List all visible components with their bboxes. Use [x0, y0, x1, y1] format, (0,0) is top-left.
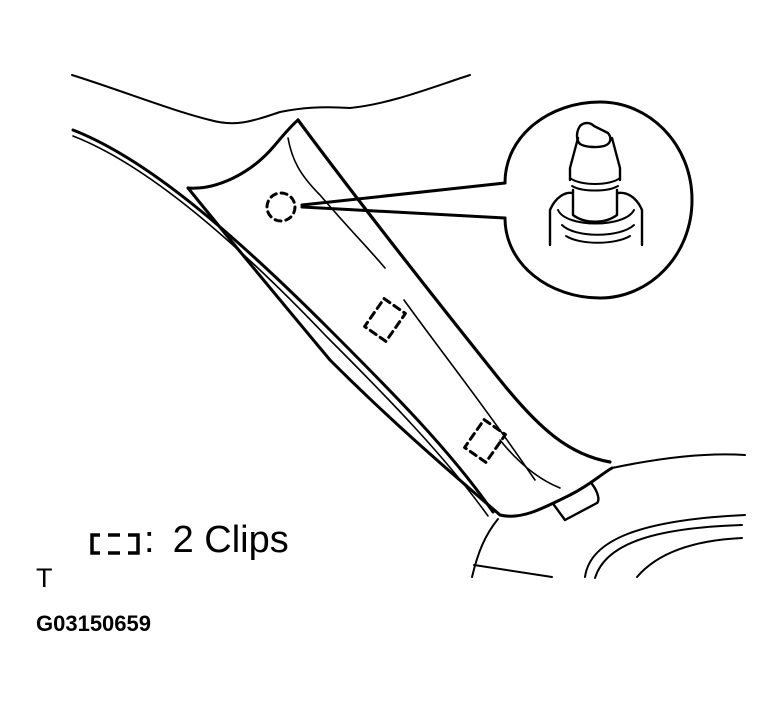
garnish-tab — [552, 482, 600, 522]
clip-marker-icon — [463, 418, 507, 464]
legend: : 2 Clips — [88, 519, 289, 562]
windshield-edge — [71, 128, 495, 517]
clip-marker-icon — [363, 297, 407, 343]
clip-stud-icon — [548, 121, 644, 247]
clip-stud-detail-callout — [503, 100, 694, 300]
roof-headliner-outline — [71, 74, 471, 125]
dashboard-outline — [471, 453, 746, 579]
clip-symbol-icon — [88, 526, 144, 556]
view-mark: T — [36, 563, 53, 593]
clip-stud-marker-icon — [265, 191, 297, 223]
legend-separator: : — [144, 519, 155, 561]
figure-id: G03150659 — [36, 611, 151, 636]
pillar-garnish-outline — [186, 118, 614, 518]
detail-leader-lines — [300, 181, 507, 220]
legend-label: 2 Clips — [172, 519, 289, 561]
